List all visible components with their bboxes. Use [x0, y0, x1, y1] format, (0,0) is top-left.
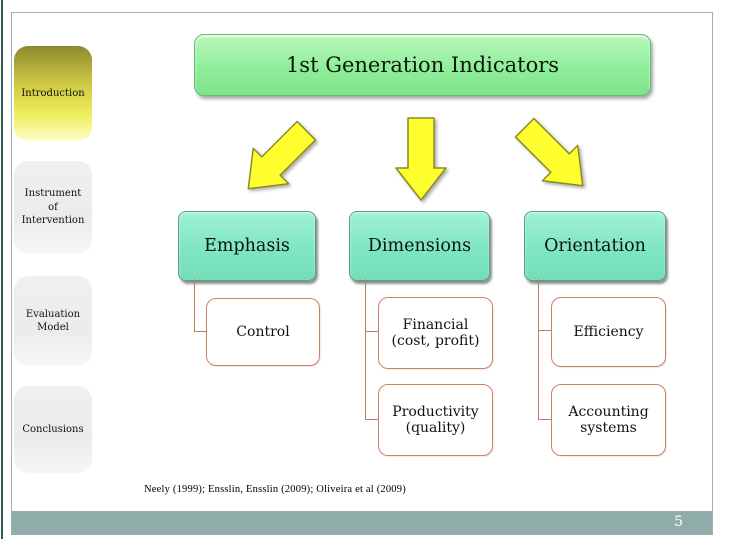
subitem-label: Productivity (quality) — [392, 403, 479, 436]
subitem-box-control: Control — [206, 298, 320, 366]
category-label: Orientation — [544, 236, 646, 256]
sidebar-item-conclusions[interactable]: Conclusions — [14, 386, 92, 473]
category-box-orientation: Orientation — [524, 211, 666, 281]
footer-bar: 5 — [12, 511, 712, 535]
citation-text: Neely (1999); Ensslin, Ensslin (2009); O… — [144, 484, 406, 495]
connector-line — [194, 279, 195, 331]
sidebar-item-instrument-of-intervention[interactable]: Instrument of Intervention — [14, 161, 92, 254]
connector-line — [538, 279, 539, 419]
subitem-label: Efficiency — [573, 323, 644, 340]
subitem-label: Financial (cost, profit) — [391, 316, 480, 349]
category-box-dimensions: Dimensions — [349, 211, 490, 281]
down-arrow-icon — [395, 117, 447, 201]
category-label: Emphasis — [204, 236, 290, 256]
subitem-label: Accounting systems — [568, 403, 649, 436]
subitem-box-accounting-systems: Accounting systems — [551, 384, 666, 456]
connector-line — [194, 331, 206, 332]
connector-line — [538, 330, 551, 331]
down-left-arrow-icon — [247, 120, 317, 190]
page-number: 5 — [674, 514, 683, 530]
sidebar-item-label: Instrument of Intervention — [21, 188, 85, 227]
slide-frame: Introduction Instrument of Intervention … — [11, 12, 713, 535]
connector-line — [365, 279, 366, 419]
sidebar-item-label: Evaluation Model — [25, 308, 81, 334]
sidebar-item-label: Introduction — [21, 87, 85, 99]
left-edge-strip — [1, 0, 3, 539]
arrows-graphic — [247, 117, 584, 201]
down-right-arrow-icon — [514, 117, 584, 187]
subitem-label: Control — [236, 323, 290, 340]
slide-title-box: 1st Generation Indicators — [194, 34, 651, 96]
category-box-emphasis: Emphasis — [178, 211, 316, 281]
slide-title: 1st Generation Indicators — [285, 53, 560, 77]
connector-line — [365, 331, 378, 332]
sidebar-item-introduction[interactable]: Introduction — [14, 46, 92, 141]
connector-line — [538, 419, 551, 420]
sidebar-item-evaluation-model[interactable]: Evaluation Model — [14, 276, 92, 366]
category-label: Dimensions — [367, 236, 472, 256]
subitem-box-productivity: Productivity (quality) — [378, 384, 493, 456]
sidebar-item-label: Conclusions — [22, 423, 84, 435]
subitem-box-efficiency: Efficiency — [551, 297, 666, 367]
connector-line — [365, 419, 378, 420]
subitem-box-financial: Financial (cost, profit) — [378, 297, 493, 369]
